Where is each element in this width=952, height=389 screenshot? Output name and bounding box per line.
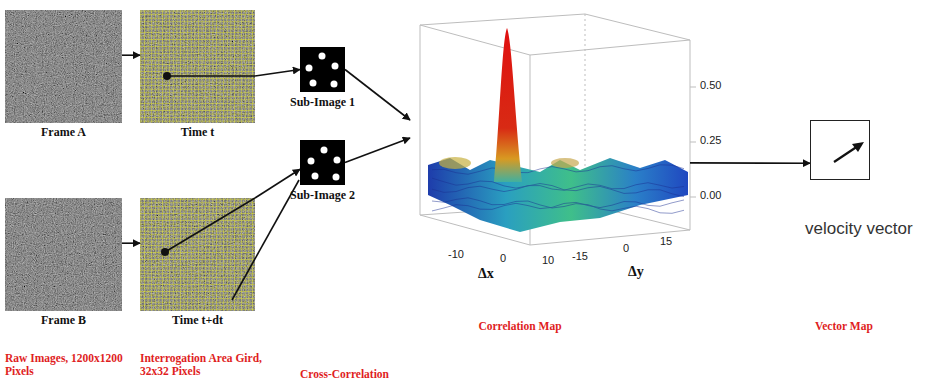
- surface-bump: [551, 158, 579, 168]
- vector-symbol: [834, 142, 864, 162]
- interrogation-grid: Time t+dt: [140, 198, 255, 311]
- axis-label: 15: [660, 235, 672, 248]
- grid-lines: [140, 10, 255, 123]
- node-caption: Frame A: [0, 126, 132, 140]
- connector-arrow: [122, 54, 140, 56]
- axis-label: -10: [448, 248, 464, 261]
- grid-lines: [140, 198, 255, 311]
- axis-label: 0.25: [700, 134, 721, 147]
- surface-texture: [432, 165, 684, 214]
- leader-line: [165, 198, 255, 252]
- connector-arrow: [690, 162, 810, 164]
- grid-image: [140, 198, 255, 311]
- axis-label: 0: [500, 252, 506, 265]
- leader-line: [167, 75, 255, 77]
- node-caption: velocity vector: [805, 219, 935, 239]
- particles: [308, 147, 341, 181]
- raw-image-frame: Frame A: [5, 10, 122, 123]
- sub-images: [300, 47, 345, 185]
- plot-box: [420, 14, 696, 245]
- leader-line: [232, 180, 299, 300]
- node-caption: Correlation Map: [460, 320, 580, 333]
- caption-label: Raw Images, 1200x1200 Pixels: [5, 352, 127, 378]
- sub-image: [300, 140, 345, 185]
- axis-label: Δx: [478, 266, 494, 282]
- caption-label: Interrogation Area Gird, 32x32 Pixels: [140, 352, 272, 378]
- connector-arrow: [122, 242, 140, 244]
- correlation-map: Correlation Map: [410, 12, 690, 312]
- caption-label: Vector Map: [815, 320, 873, 333]
- axis-label: Δy: [628, 264, 644, 280]
- connector-arrow: [255, 70, 300, 76]
- node-caption: Frame B: [0, 314, 132, 328]
- surface-bump: [439, 157, 471, 169]
- caption-label: Cross-Correlation: [300, 368, 389, 381]
- correlation-plot: [420, 14, 696, 245]
- node-caption: Time t: [130, 126, 265, 140]
- sub-image-box: Sub-Image 1: [300, 47, 345, 92]
- node-caption: Sub-Image 1: [275, 96, 370, 110]
- sub-image-box: Sub-Image 2: [300, 140, 345, 185]
- axis-label: 0.00: [700, 189, 721, 202]
- axis-label: 0.50: [700, 79, 721, 92]
- frame-image: [5, 10, 122, 123]
- node-caption: Time t+dt: [130, 314, 265, 328]
- axis-label: -15: [572, 250, 588, 263]
- interrogation-grid: Time t: [140, 10, 255, 123]
- raw-images: [5, 10, 122, 311]
- sub-image: [300, 47, 345, 92]
- node-caption: Sub-Image 2: [275, 189, 370, 203]
- connector-arrow: [345, 138, 410, 163]
- velocity-box: velocity vector: [810, 120, 870, 180]
- frame-image: [5, 198, 122, 311]
- raw-image-frame: Frame B: [5, 198, 122, 311]
- axis-label: 0: [623, 242, 629, 255]
- particles: [306, 53, 339, 88]
- grid-image: [140, 10, 255, 123]
- axis-label: 10: [542, 254, 554, 267]
- connector-arrow: [345, 70, 410, 121]
- correlation-peak: [494, 28, 522, 182]
- interrogation-grids: [140, 10, 299, 311]
- correlation-surface: [428, 158, 688, 232]
